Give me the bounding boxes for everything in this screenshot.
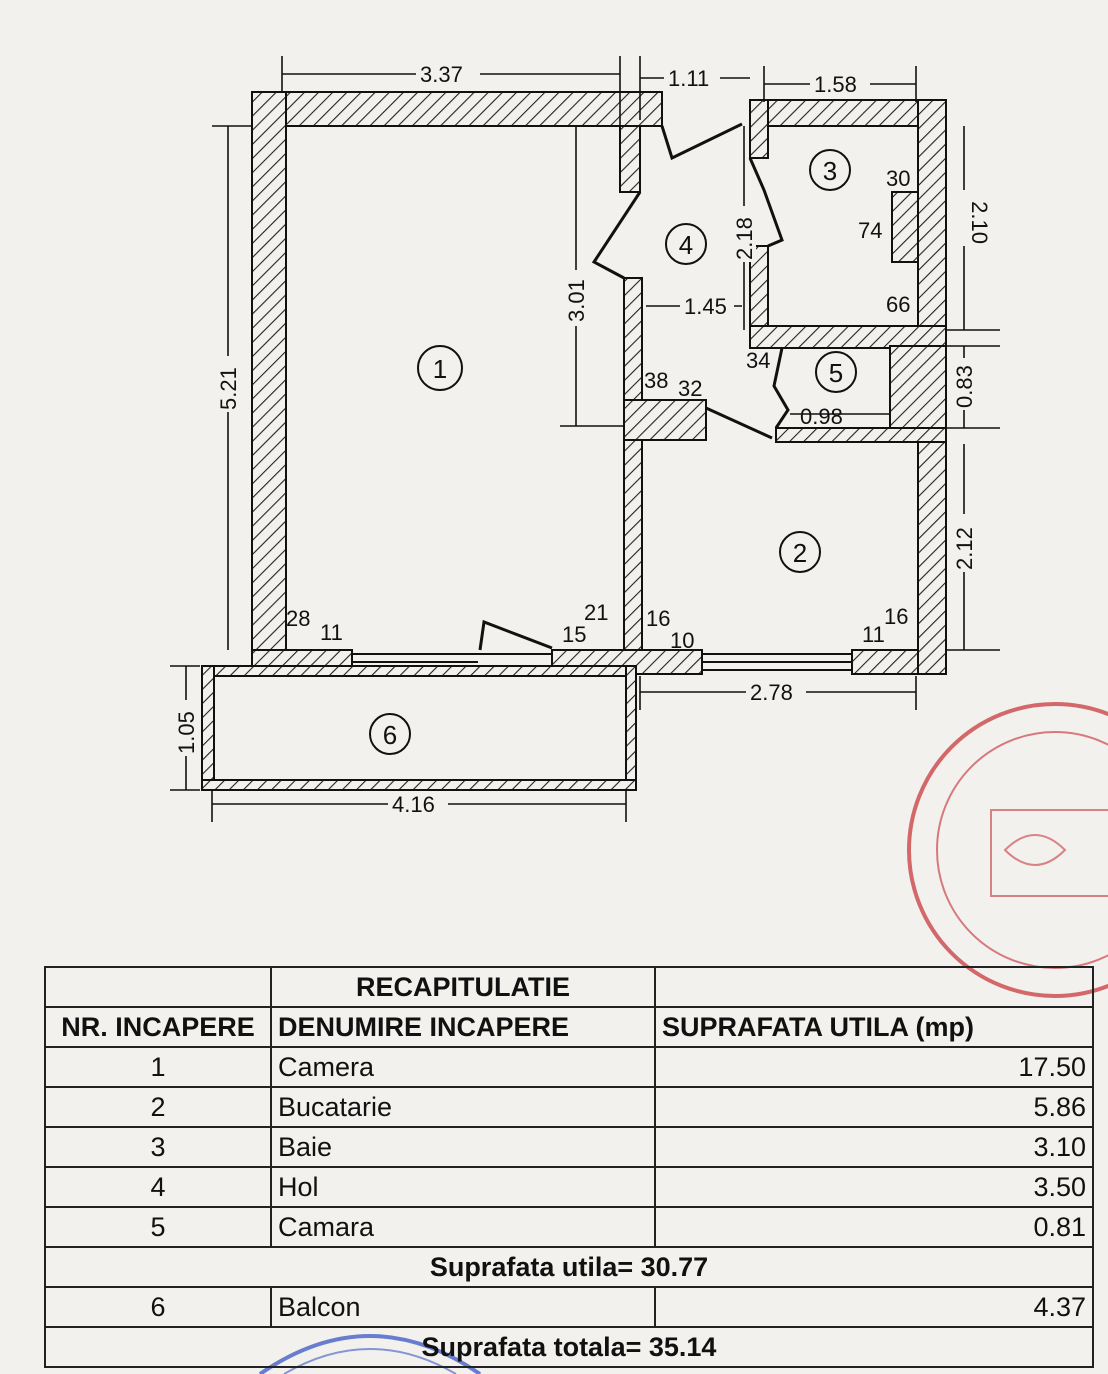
row-area: 3.10: [654, 1126, 1094, 1168]
room-marker-4: [665, 223, 707, 265]
dim-2-18: 2.18: [732, 217, 757, 260]
room-marker-6: [369, 713, 411, 755]
header-area: SUPRAFATA UTILA (mp): [654, 1006, 1094, 1048]
mark-38: 38: [644, 368, 668, 393]
room-number-2: 2: [793, 538, 807, 568]
wall-pantry-right: [889, 345, 947, 441]
wall-center-lower: [623, 277, 643, 651]
room-number-1: 1: [433, 354, 447, 384]
mark-15: 15: [562, 622, 586, 647]
dim-3-01: 3.01: [564, 279, 589, 322]
room-marker-5: [815, 351, 857, 393]
dim-1-05: 1.05: [174, 711, 199, 754]
table-row: 1 Camera 17.50: [44, 1046, 1094, 1088]
walls: [251, 91, 947, 675]
room-marker-3: [809, 149, 851, 191]
subtotal-row: Suprafata utila= 30.77: [44, 1246, 1094, 1288]
table-header-row: NR. INCAPERE DENUMIRE INCAPERE SUPRAFATA…: [44, 1006, 1094, 1048]
wall-right-bath: [917, 99, 947, 331]
dim-1-58: 1.58: [814, 72, 857, 97]
table-row: 5 Camara 0.81: [44, 1206, 1094, 1248]
row-nr: 1: [44, 1046, 272, 1088]
wall-top-left: [251, 91, 663, 127]
wall-bath-bottom: [749, 325, 947, 349]
cadastre-stamp: [907, 702, 1108, 998]
row-area: 5.86: [654, 1086, 1094, 1128]
row-name: Baie: [270, 1126, 656, 1168]
summary-table: RECAPITULATIE NR. INCAPERE DENUMIRE INCA…: [44, 966, 1094, 1368]
row-nr: 3: [44, 1126, 272, 1168]
row-nr: 4: [44, 1166, 272, 1208]
wall-left: [251, 91, 287, 653]
row-area: 3.50: [654, 1166, 1094, 1208]
balcony-name: Balcon: [270, 1286, 656, 1328]
row-name: Hol: [270, 1166, 656, 1208]
table-row: 4 Hol 3.50: [44, 1166, 1094, 1208]
mark-10: 10: [670, 628, 694, 653]
row-nr: 5: [44, 1206, 272, 1248]
dim-5-21: 5.21: [216, 367, 241, 410]
header-name: DENUMIRE INCAPERE: [270, 1006, 656, 1048]
total-row: Suprafata totala= 35.14: [44, 1326, 1094, 1368]
stamp-emblem: [990, 809, 1108, 897]
mark-16b: 16: [884, 604, 908, 629]
row-name: Camera: [270, 1046, 656, 1088]
balcony: [201, 665, 637, 791]
dim-2-10: 2.10: [967, 201, 992, 244]
mark-28: 28: [286, 606, 310, 631]
room-number-5: 5: [829, 358, 843, 388]
wall-pantry-bottom: [775, 427, 947, 443]
header-nr: NR. INCAPERE: [44, 1006, 272, 1048]
mark-11a: 11: [320, 620, 343, 645]
mark-21: 21: [584, 600, 608, 625]
balcony-area: 4.37: [654, 1286, 1094, 1328]
table-title: RECAPITULATIE: [270, 966, 656, 1008]
total: Suprafata totala= 35.14: [44, 1326, 1094, 1368]
wall-center-upper: [619, 125, 641, 193]
balcony-nr: 6: [44, 1286, 272, 1328]
room-markers: [369, 149, 857, 755]
room-number-6: 6: [383, 720, 397, 750]
dim-2-12: 2.12: [952, 527, 977, 570]
dim-4-16: 4.16: [392, 792, 435, 817]
mark-32: 32: [678, 376, 702, 401]
dim-0-83: 0.83: [952, 365, 977, 408]
mark-16a: 16: [646, 606, 670, 631]
doors: [478, 122, 790, 651]
subtotal: Suprafata utila= 30.77: [44, 1246, 1094, 1288]
row-name: Camara: [270, 1206, 656, 1248]
mark-34: 34: [746, 348, 770, 373]
room-number-4: 4: [679, 230, 693, 260]
dim-1-11: 1.11: [668, 66, 709, 91]
table-title-row: RECAPITULATIE: [44, 966, 1094, 1008]
balcony-row: 6 Balcon 4.37: [44, 1286, 1094, 1328]
row-nr: 2: [44, 1086, 272, 1128]
mark-74: 74: [858, 218, 882, 243]
dim-0-98: 0.98: [800, 404, 843, 429]
wall-bath-shaft: [891, 191, 919, 263]
wall-bath-left: [749, 99, 769, 159]
room-marker-2: [779, 531, 821, 573]
mark-30: 30: [886, 166, 910, 191]
room-marker-1: [417, 345, 463, 391]
table-row: 2 Bucatarie 5.86: [44, 1086, 1094, 1128]
wall-hall-bottom: [623, 399, 707, 441]
row-area: 17.50: [654, 1046, 1094, 1088]
mark-11b: 11: [862, 622, 885, 647]
dim-1-45: 1.45: [684, 294, 727, 319]
dim-3-37: 3.37: [420, 62, 463, 87]
mark-66: 66: [886, 292, 910, 317]
room-number-3: 3: [823, 156, 837, 186]
floor-plan: 1 2 3 4 5 6 3.37 1.11 1.58 5.21 3.01 2.1…: [170, 56, 1000, 822]
table-row: 3 Baie 3.10: [44, 1126, 1094, 1168]
row-area: 0.81: [654, 1206, 1094, 1248]
wall-right-kitchen: [917, 439, 947, 675]
wall-top-right: [749, 99, 947, 127]
row-name: Bucatarie: [270, 1086, 656, 1128]
dim-2-78: 2.78: [750, 680, 793, 705]
